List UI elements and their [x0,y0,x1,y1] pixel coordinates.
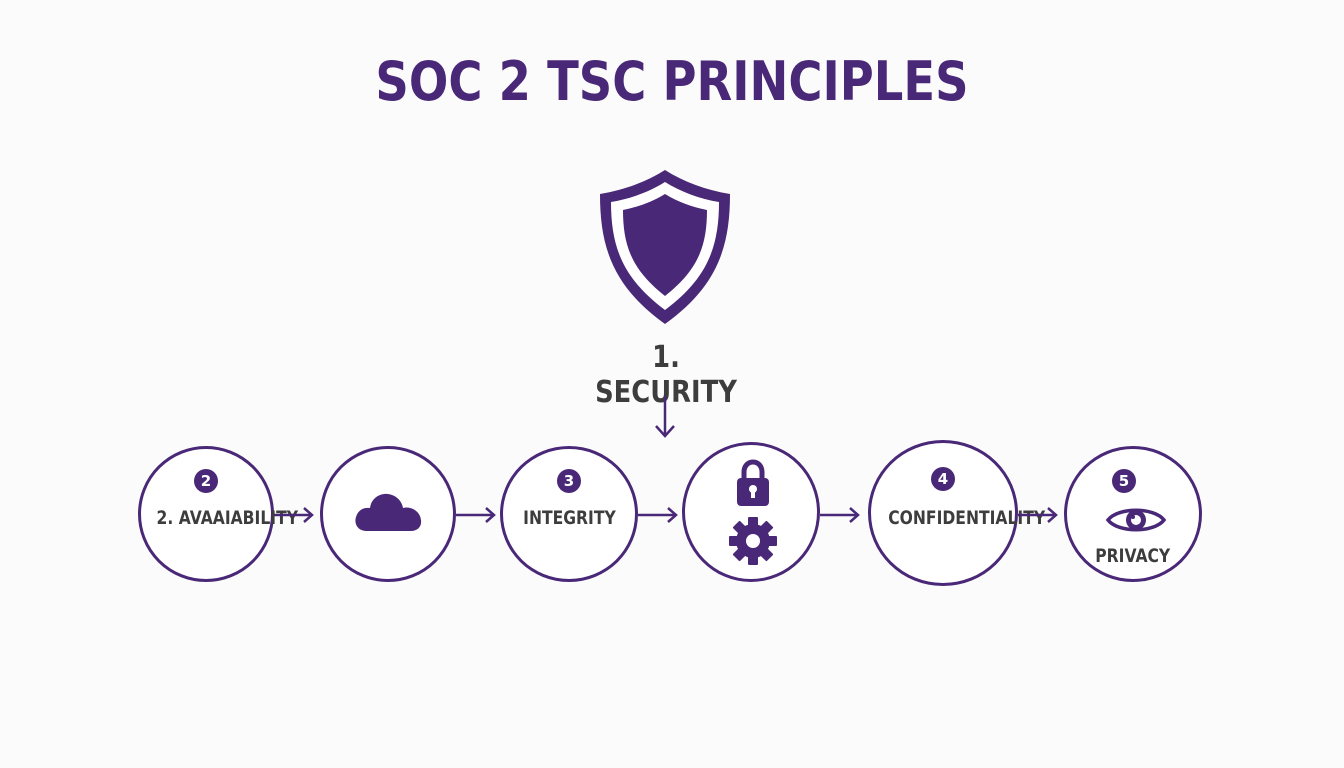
lock-gear-node [682,442,820,582]
security-label: 1. SECURITY [595,340,737,410]
arrow-2 [456,507,496,523]
arrow-1 [274,507,314,523]
arrow-5 [1018,507,1058,523]
badge-2: 2 [194,469,218,493]
eye-icon [1105,508,1167,532]
availability-label: 2. AVAAIABILITY [156,507,298,529]
cloud-node [320,446,456,582]
confidentiality-node: 4 CONFIDENTIALITY [868,440,1046,586]
down-arrow [655,396,675,438]
diagram-title: SOC 2 TSC PRINCIPLES [375,50,969,113]
integrity-label: INTEGRITY [522,507,616,529]
arrow-3 [638,507,678,523]
privacy-node: 5 PRIVACY [1064,446,1202,582]
shield-icon [600,170,730,324]
badge-5: 5 [1112,469,1136,493]
availability-node: 2 2. AVAAIABILITY [138,446,298,582]
cloud-icon [355,493,422,531]
lock-icon [737,459,769,506]
confidentiality-label: CONFIDENTIALITY [888,507,1046,529]
gear-icon [729,517,777,565]
badge-4: 4 [931,467,955,491]
arrow-4 [820,507,860,523]
badge-3: 3 [557,469,581,493]
privacy-label: PRIVACY [1095,545,1171,567]
integrity-node: 3 INTEGRITY [500,446,638,582]
